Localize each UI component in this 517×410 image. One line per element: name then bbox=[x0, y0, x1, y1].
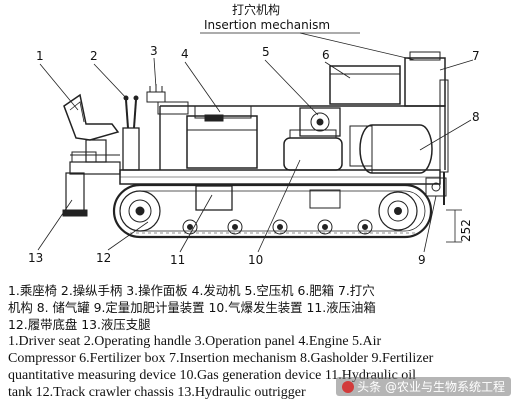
insertion-title-en: Insertion mechanism bbox=[204, 18, 330, 32]
callout-6: 6 bbox=[322, 48, 330, 62]
gas-generation-device bbox=[283, 129, 343, 171]
operation-panel bbox=[146, 84, 189, 115]
dimension-line bbox=[446, 209, 462, 243]
machine-diagram: 打穴机构 Insertion mechanism bbox=[28, 2, 480, 267]
callout-7: 7 bbox=[472, 49, 480, 63]
fertilizer-box bbox=[329, 65, 401, 105]
callout-1: 1 bbox=[36, 49, 44, 63]
sprocket-wheel bbox=[119, 190, 161, 232]
legend: 1.乘座椅 2.操纵手柄 3.操作面板 4.发动机 5.空压机 6.肥箱 7.打… bbox=[8, 282, 513, 401]
legend-en-line-4: tank 12.Track crawler chassis 13.Hydraul… bbox=[8, 385, 306, 400]
idler-wheel bbox=[378, 191, 418, 231]
operating-handle bbox=[122, 95, 140, 171]
callout-9: 9 bbox=[418, 253, 426, 267]
machine-drawing bbox=[62, 51, 462, 243]
callout-13: 13 bbox=[28, 251, 43, 265]
legend-en-line-1: 1.Driver seat 2.Operating handle 3.Opera… bbox=[8, 334, 382, 349]
legend-zh-line-3: 12.履带底盘 13.液压支腿 bbox=[8, 317, 151, 332]
callout-3: 3 bbox=[150, 44, 158, 58]
legend-en-line-2: Compressor 6.Fertilizer box 7.Insertion … bbox=[8, 351, 434, 366]
engine bbox=[186, 105, 258, 169]
leader-lines bbox=[37, 57, 474, 253]
legend-zh-line-1: 1.乘座椅 2.操纵手柄 3.操作面板 4.发动机 5.空压机 6.肥箱 7.打… bbox=[8, 283, 375, 298]
title-leader bbox=[299, 32, 416, 61]
callout-10: 10 bbox=[248, 253, 263, 267]
driver-seat bbox=[63, 93, 120, 163]
watermark-text: 头条 @农业与生物系统工程 bbox=[357, 380, 505, 394]
watermark: 头条 @农业与生物系统工程 bbox=[336, 377, 511, 396]
callout-2: 2 bbox=[90, 49, 98, 63]
callout-4: 4 bbox=[181, 47, 189, 61]
road-wheels bbox=[182, 219, 373, 235]
callout-8: 8 bbox=[472, 110, 480, 124]
dimension-252: 252 bbox=[459, 219, 473, 242]
air-compressor bbox=[299, 107, 341, 137]
hydraulic-oil-tank bbox=[195, 185, 341, 211]
callout-5: 5 bbox=[262, 45, 270, 59]
legend-en-line-3: quantitative measuring device 10.Gas gen… bbox=[8, 368, 417, 383]
gasholder bbox=[349, 124, 433, 174]
callout-11: 11 bbox=[170, 253, 185, 267]
callout-12: 12 bbox=[96, 251, 111, 265]
legend-zh-line-2: 机构 8. 储气罐 9.定量加肥计量装置 10.气爆发生装置 11.液压油箱 bbox=[8, 300, 376, 315]
toutiao-logo-icon bbox=[342, 381, 355, 393]
insertion-title-zh: 打穴机构 bbox=[232, 2, 280, 17]
crawler-track bbox=[112, 183, 433, 239]
